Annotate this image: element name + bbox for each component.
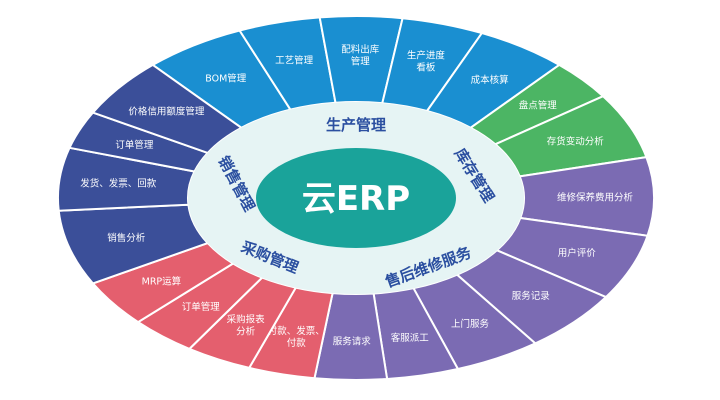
outer-ring: BOM管理 工艺管理 配料出库管理 生产进度看板成本核算盘点管理存货变动分析维修保养费…	[57, 15, 655, 381]
segment-label-16: MRP运算	[142, 276, 182, 288]
segment-label-1: 工艺管理	[275, 54, 314, 66]
segment-label-8: 用户评价	[558, 247, 597, 259]
segment-label-7: 维修保养费用分析	[557, 191, 634, 203]
segment-label-5: 盘点管理	[519, 100, 558, 112]
segment-label-11: 客服派工	[391, 332, 430, 344]
center-ellipse	[256, 148, 456, 248]
segment-label-14: 采购报表分析	[227, 313, 266, 337]
segment-label-3: 生产进度看板	[407, 50, 446, 74]
segment-label-12: 服务请求	[333, 336, 372, 348]
segment-label-4: 成本核算	[471, 74, 509, 86]
segment-label-20: 价格信用额度管理	[128, 105, 205, 117]
segment-label-2: 配料出库管理	[341, 44, 380, 68]
segment-label-17: 销售分析	[107, 232, 146, 244]
segment-label-10: 上门服务	[451, 318, 490, 330]
segment-label-9: 服务记录	[512, 290, 551, 302]
segment-label-18: 发货、发票、回款	[80, 178, 157, 190]
segment-label-13: 付款、发票、付款	[268, 325, 325, 349]
segment-label-0: BOM管理	[205, 73, 247, 85]
segment-label-6: 存货变动分析	[547, 136, 605, 148]
segment-label-15: 订单管理	[182, 301, 221, 313]
category-label-0: 生产管理	[326, 116, 386, 134]
center-label: 云ERP	[302, 179, 410, 219]
segment-label-19: 订单管理	[115, 139, 154, 151]
